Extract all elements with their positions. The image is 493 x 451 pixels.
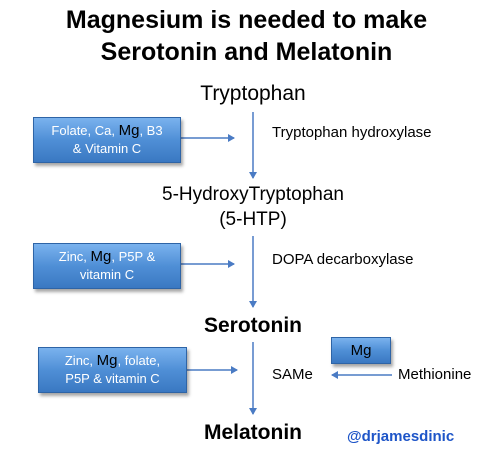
magnesium-highlight: Mg: [96, 352, 118, 369]
cofactor-box-3-line-2: P5P & vitamin C: [65, 371, 160, 386]
compound-methionine: Methionine: [398, 366, 472, 383]
compound-5htp: 5-HydroxyTryptophan: [162, 184, 344, 205]
cofactor-box-3: Zinc, Mg, folate, P5P & vitamin C: [38, 347, 187, 393]
compound-melatonin: Melatonin: [204, 421, 302, 444]
cofactor-box-3-line-1: Zinc, Mg, folate,: [64, 352, 161, 369]
compound-same: SAMe: [272, 366, 313, 383]
compound-5htp-abbrev: (5-HTP): [219, 209, 287, 230]
magnesium-highlight: Mg: [118, 122, 140, 139]
title-line-2: Serotonin and Melatonin: [100, 38, 393, 66]
magnesium-highlight: Mg: [90, 248, 112, 265]
cofactor-box-4: Mg: [331, 337, 391, 364]
compound-serotonin: Serotonin: [204, 314, 302, 337]
cofactor-box-2-line-1: Zinc, Mg, P5P &: [58, 248, 156, 265]
cofactor-box-1: Folate, Ca, Mg, B3 & Vitamin C: [33, 117, 181, 163]
enzyme-dopa-decarboxylase: DOPA decarboxylase: [272, 251, 414, 268]
title-line-1: Magnesium is needed to make: [65, 6, 428, 34]
cofactor-box-2: Zinc, Mg, P5P & vitamin C: [33, 243, 181, 289]
cofactor-box-1-line-2: & Vitamin C: [72, 141, 142, 156]
compound-tryptophan: Tryptophan: [200, 82, 306, 105]
cofactor-box-2-line-2: vitamin C: [79, 267, 135, 282]
cofactor-box-1-line-1: Folate, Ca, Mg, B3: [51, 122, 163, 139]
author-handle: @drjamesdinic: [347, 428, 455, 445]
enzyme-tryptophan-hydroxylase: Tryptophan hydroxylase: [272, 124, 432, 141]
magnesium-highlight: Mg: [350, 341, 372, 359]
